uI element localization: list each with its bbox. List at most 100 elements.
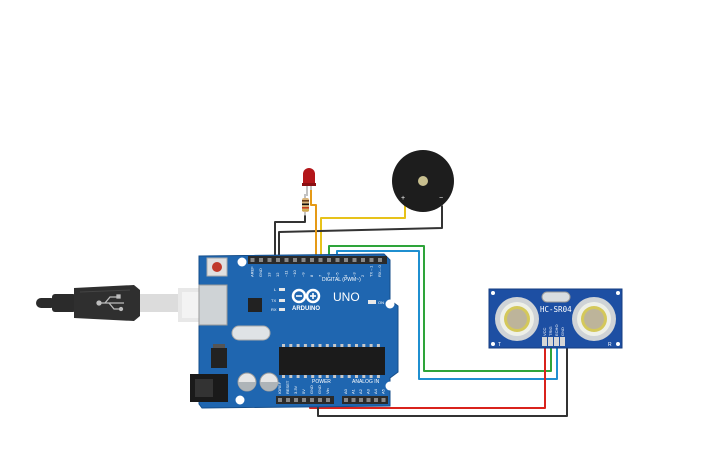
power-pin[interactable] [318, 398, 322, 402]
pin-label: Vin [325, 388, 330, 394]
digital-pin[interactable] [310, 258, 314, 262]
usb-icon [96, 294, 124, 312]
led-tx-label: TX [271, 298, 276, 303]
pin-label: ~6 [326, 272, 331, 277]
wire-buzzer-plus[interactable] [320, 205, 406, 258]
pin-label: ~5 [335, 272, 340, 277]
pin-label: A5 [381, 388, 386, 394]
analog-pin[interactable] [374, 398, 378, 402]
capacitors [237, 372, 279, 392]
regulator [211, 348, 227, 368]
analog-header-label: ANALOG IN [352, 379, 380, 385]
digital-header-label: DIGITAL (PWM~) [322, 277, 361, 283]
pin-label: 5V [301, 389, 306, 394]
digital-pin[interactable] [318, 258, 323, 262]
atmega-chip [279, 344, 385, 378]
digital-pin[interactable] [352, 258, 357, 262]
wire-led-anode[interactable] [310, 190, 317, 258]
pin-label: A4 [373, 388, 378, 394]
sensor-r-mark: R [608, 342, 612, 348]
pin-label: ~9 [301, 272, 306, 277]
on-label: ON [378, 300, 384, 305]
digital-pin[interactable] [335, 258, 340, 262]
sensor-label: HC-SR04 [540, 305, 572, 314]
pin-label: GND [258, 268, 263, 277]
buzzer-minus-label: − [439, 195, 443, 202]
pin-label: 4 [343, 274, 348, 277]
pin-label: 8 [309, 274, 314, 277]
digital-pin[interactable] [369, 258, 374, 262]
wire-trig[interactable] [328, 245, 552, 372]
digital-pin[interactable] [378, 258, 382, 262]
digital-pin[interactable] [284, 258, 289, 262]
pin-label: RX←0 [377, 264, 382, 277]
wire-resistor-gnd[interactable] [274, 215, 306, 258]
transducer-r [572, 297, 616, 341]
digital-pin[interactable] [361, 258, 365, 262]
digital-pin[interactable] [267, 258, 272, 262]
power-pin[interactable] [278, 398, 282, 402]
pin-label: A0 [343, 388, 348, 394]
wire-sensor-gnd[interactable] [317, 346, 568, 417]
power-pin[interactable] [310, 398, 314, 402]
pin-label: 3.3V [293, 385, 298, 394]
analog-pin[interactable] [381, 398, 386, 402]
digital-pin[interactable] [344, 258, 348, 262]
wire-echo[interactable] [336, 250, 558, 380]
piezo-buzzer[interactable]: + − [392, 150, 454, 212]
power-jack [190, 374, 228, 402]
digital-pin[interactable] [259, 258, 263, 262]
resistor[interactable] [302, 194, 309, 216]
arduino-logo-icon [291, 288, 321, 304]
power-pin[interactable] [302, 398, 306, 402]
digital-pin[interactable] [250, 258, 255, 262]
pin-label: 2 [360, 274, 365, 277]
analog-pin[interactable] [344, 398, 348, 402]
buzzer-plus-label: + [401, 195, 405, 202]
pin-label: 7 [318, 274, 323, 277]
digital-pin[interactable] [276, 258, 280, 262]
wire-buzzer-minus[interactable] [278, 205, 443, 258]
pin-label: TX→1 [369, 265, 374, 277]
pin-label: A2 [358, 388, 363, 394]
pin-label: GND [317, 385, 322, 394]
pin-label: IOREF [277, 381, 282, 394]
red-led[interactable] [302, 168, 316, 196]
reset-button[interactable] [206, 257, 228, 277]
pin-label: ECHO [554, 324, 559, 336]
power-pin[interactable] [294, 398, 298, 402]
analog-pin[interactable] [351, 398, 356, 402]
pin-label: 12 [275, 272, 280, 277]
pin-label: A3 [366, 388, 371, 394]
sensor-pins[interactable] [542, 337, 565, 346]
pin-label: TRIG [548, 326, 553, 336]
pin-label: A1 [351, 388, 356, 394]
pin-label: 13 [267, 272, 272, 277]
pin-label: GND [309, 385, 314, 394]
digital-pin[interactable] [301, 258, 306, 262]
analog-pin[interactable] [366, 398, 371, 402]
model-label: UNO [333, 290, 360, 304]
pin-label: ~3 [352, 272, 357, 277]
power-pin[interactable] [286, 398, 290, 402]
pin-label: ~10 [292, 269, 297, 277]
analog-pin[interactable] [359, 398, 363, 402]
pin-label: VCC [542, 327, 547, 336]
pin-label: GND [560, 327, 565, 336]
digital-pin[interactable] [327, 258, 331, 262]
pin-label: ~11 [284, 270, 289, 277]
digital-pin[interactable] [293, 258, 297, 262]
usb-chip [248, 298, 262, 312]
brand-label: ARDUINO [292, 306, 320, 312]
pin-label: RESET [285, 380, 290, 394]
crystal [231, 325, 271, 341]
status-leds: L TX RX ON [271, 287, 384, 312]
power-pin[interactable] [326, 398, 330, 402]
